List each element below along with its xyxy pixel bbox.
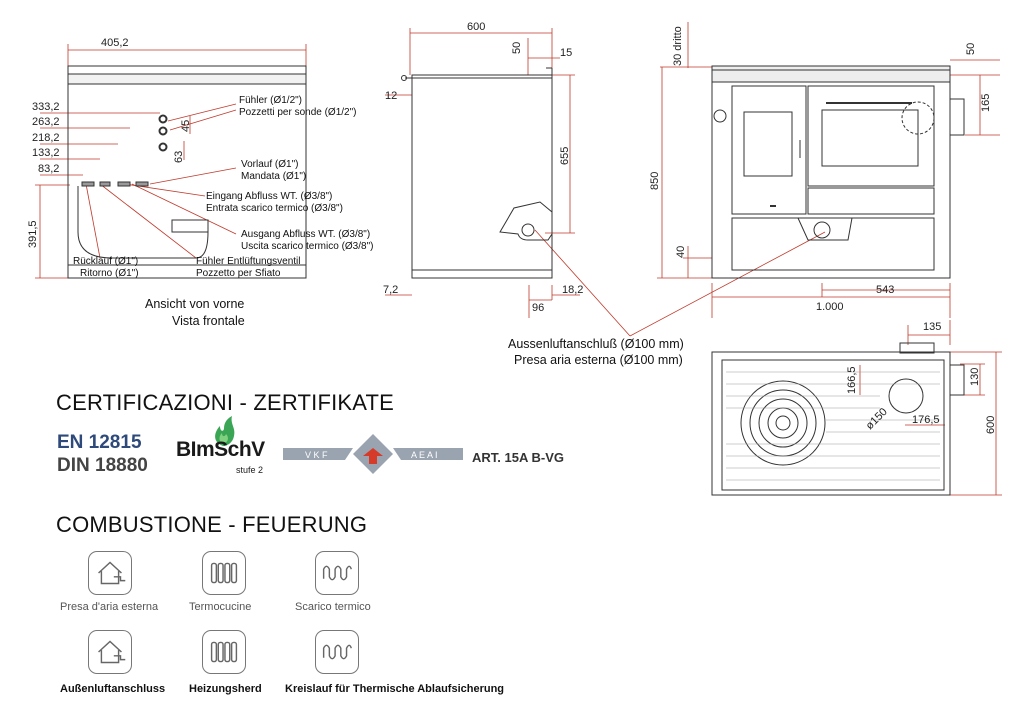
icon-label-termocucine: Termocucine [189,601,252,613]
dimension-lines [35,22,1002,496]
top-dim-130: 130 [969,368,981,386]
side-dim-15: 15 [560,47,572,59]
dim-333: 333,2 [32,101,60,113]
icon-label-heizungsherd: Heizungsherd [189,683,262,695]
dim-218: 218,2 [32,132,60,144]
main-dim-30: 30 dritto [672,26,684,66]
top-dim-176: 176,5 [912,414,940,426]
dim-263: 263,2 [32,116,60,128]
label-rucklauf: Rücklauf (Ø1") [73,256,138,267]
label-eingang: Eingang Abfluss WT. (Ø3/8") [206,191,332,202]
caption-front-de: Ansicht von vorne [145,297,244,311]
vkf-text-right: A E A I [411,450,438,460]
side-view [401,67,553,279]
top-dim-150: ø150 [864,406,890,432]
icon-label-aussenluft: Außenluftanschluss [60,683,166,695]
main-dim-1000: 1.000 [816,301,844,313]
side-dim-18-2: 18,2 [562,284,583,296]
radiator-icon [202,551,246,595]
cert-bimschv-sub: stufe 2 [236,465,264,475]
vkf-text-left: V K F [305,450,328,460]
side-dim-655: 655 [559,147,571,165]
cert-art-15a: ART. 15A B-VG [472,450,564,465]
main-dim-850: 850 [649,172,661,190]
radiator-icon [202,630,246,674]
cert-bimschv: BImSchV [176,438,265,461]
label-pozzetto-sfiato: Pozzetto per Sfiato [196,268,281,279]
label-ritorno: Ritorno (Ø1") [80,268,139,279]
vkf-aeai-logo: V K F A E A I [283,434,463,474]
dim-391: 391,5 [27,220,39,248]
label-entrata: Entrata scarico termico (Ø3/8") [206,203,343,214]
top-dim-166: 166,5 [846,366,858,394]
coil-icon [315,551,359,595]
top-view [711,342,965,496]
icon-label-presa: Presa d'aria esterna [60,601,159,613]
label-mandata: Mandata (Ø1") [241,171,306,182]
front-view-left [67,65,307,279]
icon-label-kreislauf: Kreislauf für Thermische Ablaufsicherung [285,683,505,695]
dim-133: 133,2 [32,147,60,159]
main-dim-40: 40 [675,246,687,258]
certifications-heading: CERTIFICAZIONI - ZERTIFIKATE [56,390,395,415]
label-pozzetti: Pozzetti per sonde (Ø1/2") [239,107,357,118]
label-fuhler: Fühler (Ø1/2") [239,95,302,106]
side-dim-7-2: 7,2 [383,284,398,296]
label-fuhler-entl: Fühler Entlüftungsventil [196,256,301,267]
air-inlet-label-de: Aussenluftanschluß (Ø100 mm) [508,337,684,351]
top-dim-135: 135 [923,321,941,333]
side-dim-50: 50 [511,42,523,54]
side-dim-96: 96 [532,302,544,314]
house-air-icon [88,551,132,595]
dim-83: 83,2 [38,163,59,175]
icon-label-scarico: Scarico termico [295,601,371,613]
house-air-icon [88,630,132,674]
label-uscita: Uscita scarico termico (Ø3/8") [241,241,373,252]
main-dim-50: 50 [965,43,977,55]
main-dim-165: 165 [980,94,992,112]
cert-din-18880: DIN 18880 [57,455,148,476]
dim-45: 45 [180,120,192,132]
air-inlet-label-it: Presa aria esterna (Ø100 mm) [514,353,683,367]
main-dim-543: 543 [876,284,894,296]
combustion-heading: COMBUSTIONE - FEUERUNG [56,512,368,537]
front-main-view [711,65,965,279]
cert-en-12815: EN 12815 [57,432,142,453]
top-dim-600: 600 [985,416,997,434]
caption-front-it: Vista frontale [172,314,245,328]
dim-63: 63 [173,151,185,163]
coil-icon [315,630,359,674]
side-dim-600: 600 [467,21,485,33]
label-ausgang: Ausgang Abfluss WT. (Ø3/8") [241,229,370,240]
dim-405: 405,2 [101,37,129,49]
label-vorlauf: Vorlauf (Ø1") [241,159,298,170]
side-dim-12: 12 [385,90,397,102]
flame-icon [215,416,235,446]
